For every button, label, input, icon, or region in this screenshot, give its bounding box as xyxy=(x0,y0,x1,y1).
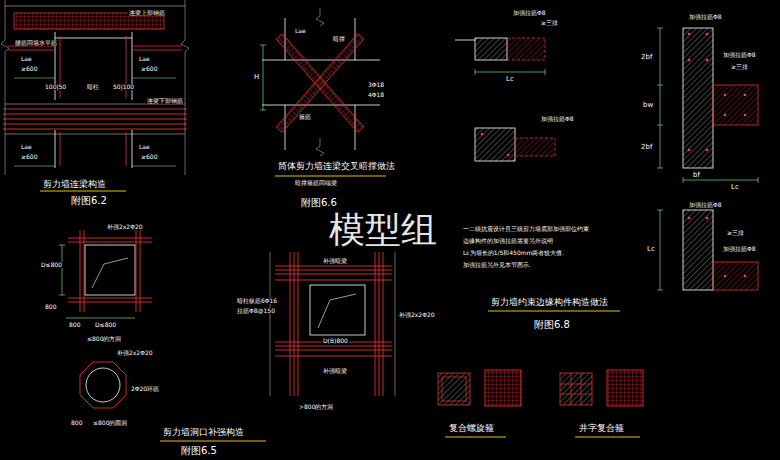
annotation: 800 xyxy=(68,322,81,328)
large-opening-figure xyxy=(270,252,395,396)
annotation: H xyxy=(253,74,260,81)
figure-caption: 附图6.6 xyxy=(300,198,338,208)
annotation: ≥600 xyxy=(140,154,158,160)
annotation: 加强拉筋Φ8 xyxy=(540,116,575,122)
annotation: Lae xyxy=(138,56,151,62)
figure-caption: 附图6.8 xyxy=(533,320,571,330)
annotation: ≥600 xyxy=(140,66,158,72)
annotation: Lc为墙长的1/5和450mm两者较大值. xyxy=(462,250,565,256)
annotation: 加强拉筋另外见本节图示. xyxy=(462,262,532,268)
annotation: 50|100 xyxy=(112,84,135,90)
annotation: 3Φ18 xyxy=(367,82,385,88)
annotation: ≥三排 xyxy=(726,230,745,236)
figure-title: 筒体剪力墙连梁交叉暗撑做法 xyxy=(277,162,396,171)
annotation: 补强2x2Φ20 xyxy=(106,224,144,230)
annotation: D(B)800 xyxy=(322,338,349,344)
annotation: Lae xyxy=(20,56,33,62)
annotation: 100|50 xyxy=(44,84,67,90)
annotation: 2Φ20环筋 xyxy=(130,386,160,392)
annotation: D≤800 xyxy=(94,322,117,328)
annotation: 暗撑 xyxy=(332,36,346,42)
annotation: 补强2x2Φ20 xyxy=(116,350,154,356)
annotation: 暗柱 xyxy=(86,84,100,90)
annotation: Lae xyxy=(138,144,151,150)
annotation: 补强暗梁 xyxy=(322,258,348,264)
annotation: 腰筋同墙水平筋 xyxy=(14,40,58,46)
annotation: 2bf xyxy=(640,54,653,61)
figure-title: 剪力墙约束边缘构件构造做法 xyxy=(490,298,609,307)
annotation: bf xyxy=(692,172,701,179)
annotation: ≥600 xyxy=(20,66,38,72)
boundary-element-figure xyxy=(455,28,758,311)
annotation: 连梁上部钢筋 xyxy=(128,10,166,16)
annotation: 边缘构件的加强拉筋需要另外说明 xyxy=(462,238,554,244)
annotation: 加强拉筋Φ8 xyxy=(688,202,723,208)
annotation: ≥三排 xyxy=(540,20,559,26)
annotation: 4Φ18 xyxy=(367,92,385,98)
annotation: ≥三排 xyxy=(730,64,749,70)
annotation: 一二级抗震设计且三级剪力墙底部加强部位约束 xyxy=(462,226,590,232)
annotation: 暗柱纵筋6Φ16 xyxy=(236,298,278,304)
annotation: ≤800的圆洞 xyxy=(92,420,128,426)
annotation: 加强拉筋Φ8 xyxy=(722,52,757,58)
figure-caption: 附图6.2 xyxy=(70,196,108,206)
annotation: ≥600 xyxy=(20,154,38,160)
annotation: Lae xyxy=(294,28,307,34)
figure-title: 剪力墙洞口补强构造 xyxy=(162,428,245,437)
annotation: Lc xyxy=(730,184,740,191)
annotation: 拉筋Φ8@150 xyxy=(236,308,276,314)
annotation: bw xyxy=(642,102,654,109)
opening-reinforcement-figure xyxy=(59,230,266,441)
figure-title: 复合螺旋箍 xyxy=(448,424,495,433)
figure-caption: 附图6.5 xyxy=(180,446,218,456)
annotation: >800的方洞 xyxy=(298,404,334,410)
hoop-sections xyxy=(438,370,643,437)
annotation: 2bf xyxy=(640,144,653,151)
annotation: Lc xyxy=(505,76,515,83)
annotation: 加强拉筋Φ8 xyxy=(722,246,757,252)
annotation: 补强暗梁 xyxy=(322,368,348,374)
watermark: 模型组 xyxy=(328,212,438,248)
annotation: 连梁下部钢筋 xyxy=(146,98,184,104)
annotation: 加强拉筋Φ8 xyxy=(512,10,547,16)
annotation: D≤800 xyxy=(40,262,63,268)
annotation: 补强2x2Φ20 xyxy=(398,312,436,318)
annotation: 暗撑箍筋同端梁 xyxy=(294,180,338,186)
figure-title: 井字复合箍 xyxy=(578,424,625,433)
annotation: 箍筋 xyxy=(298,114,312,120)
diagonal-brace-figure xyxy=(260,8,386,176)
annotation: 800 xyxy=(44,304,57,310)
annotation: Lc xyxy=(646,246,656,253)
annotation: ≤800的方洞 xyxy=(86,336,122,342)
annotation: 加强拉筋Φ8 xyxy=(688,14,723,20)
coupling-beam-figure xyxy=(1,0,189,191)
figure-title: 剪力墙连梁构造 xyxy=(42,180,107,189)
annotation: Lae xyxy=(20,144,33,150)
annotation: 800 xyxy=(70,420,83,426)
